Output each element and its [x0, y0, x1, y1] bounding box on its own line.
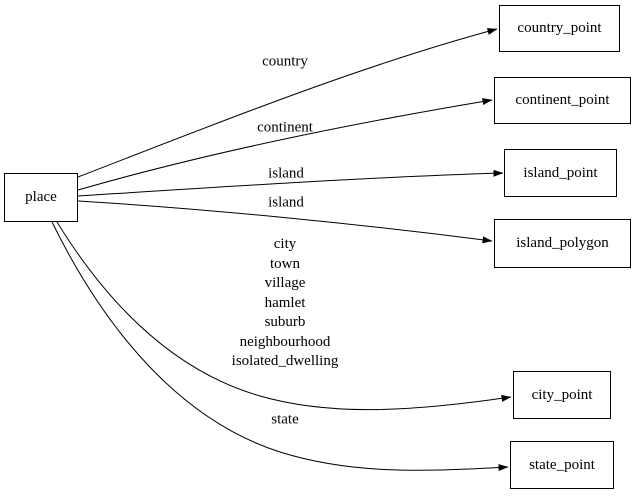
node-city-point: city_point	[513, 371, 611, 419]
edge-place-state-point	[51, 221, 509, 472]
edge-place-country-point	[77, 28, 498, 178]
node-continent-point-label: continent_point	[515, 92, 610, 108]
node-country-point: country_point	[499, 5, 620, 52]
edge-label-country: country	[262, 52, 308, 72]
edge-label-island-polygon: island	[268, 193, 304, 213]
edge-place-continent-point	[77, 98, 493, 191]
edge-label-village: village	[264, 274, 306, 291]
node-state-point: state_point	[510, 441, 614, 489]
edge-label-suburb: suburb	[264, 313, 306, 330]
node-island-point-label: island_point	[523, 164, 598, 181]
edge-label-island-polygon-text: island	[268, 194, 304, 211]
node-country-point-label: country_point	[517, 20, 602, 36]
edge-label-continent-text: continent	[257, 119, 313, 136]
node-island-polygon-label: island_polygon	[516, 235, 609, 251]
edge-label-country-text: country	[262, 53, 308, 70]
node-place-label: place	[25, 189, 57, 205]
edge-label-neighbourhood: neighbourhood	[239, 333, 331, 350]
edge-label-state: state	[271, 410, 299, 430]
edge-label-town: town	[270, 255, 300, 272]
node-state-point-label: state_point	[529, 456, 595, 473]
node-island-polygon: island_polygon	[494, 219, 631, 268]
node-place: place	[4, 173, 78, 222]
node-island-point: island_point	[504, 149, 617, 197]
edge-label-continent: continent	[257, 118, 313, 138]
edge-label-city-group: city town village hamlet suburb neighbou…	[232, 235, 339, 372]
node-continent-point: continent_point	[494, 77, 631, 124]
edge-label-hamlet: hamlet	[264, 294, 306, 311]
edge-label-island-point: island	[268, 164, 304, 184]
edge-label-state-text: state	[271, 411, 299, 428]
edge-label-city: city	[273, 235, 297, 252]
edge-place-city-point	[56, 221, 512, 411]
edge-place-island-point	[77, 169, 504, 197]
edge-label-isolated-dwelling: isolated_dwelling	[231, 352, 339, 369]
edge-label-island-point-text: island	[268, 165, 304, 182]
edge-place-island-polygon	[77, 200, 493, 244]
node-city-point-label: city_point	[531, 386, 593, 403]
